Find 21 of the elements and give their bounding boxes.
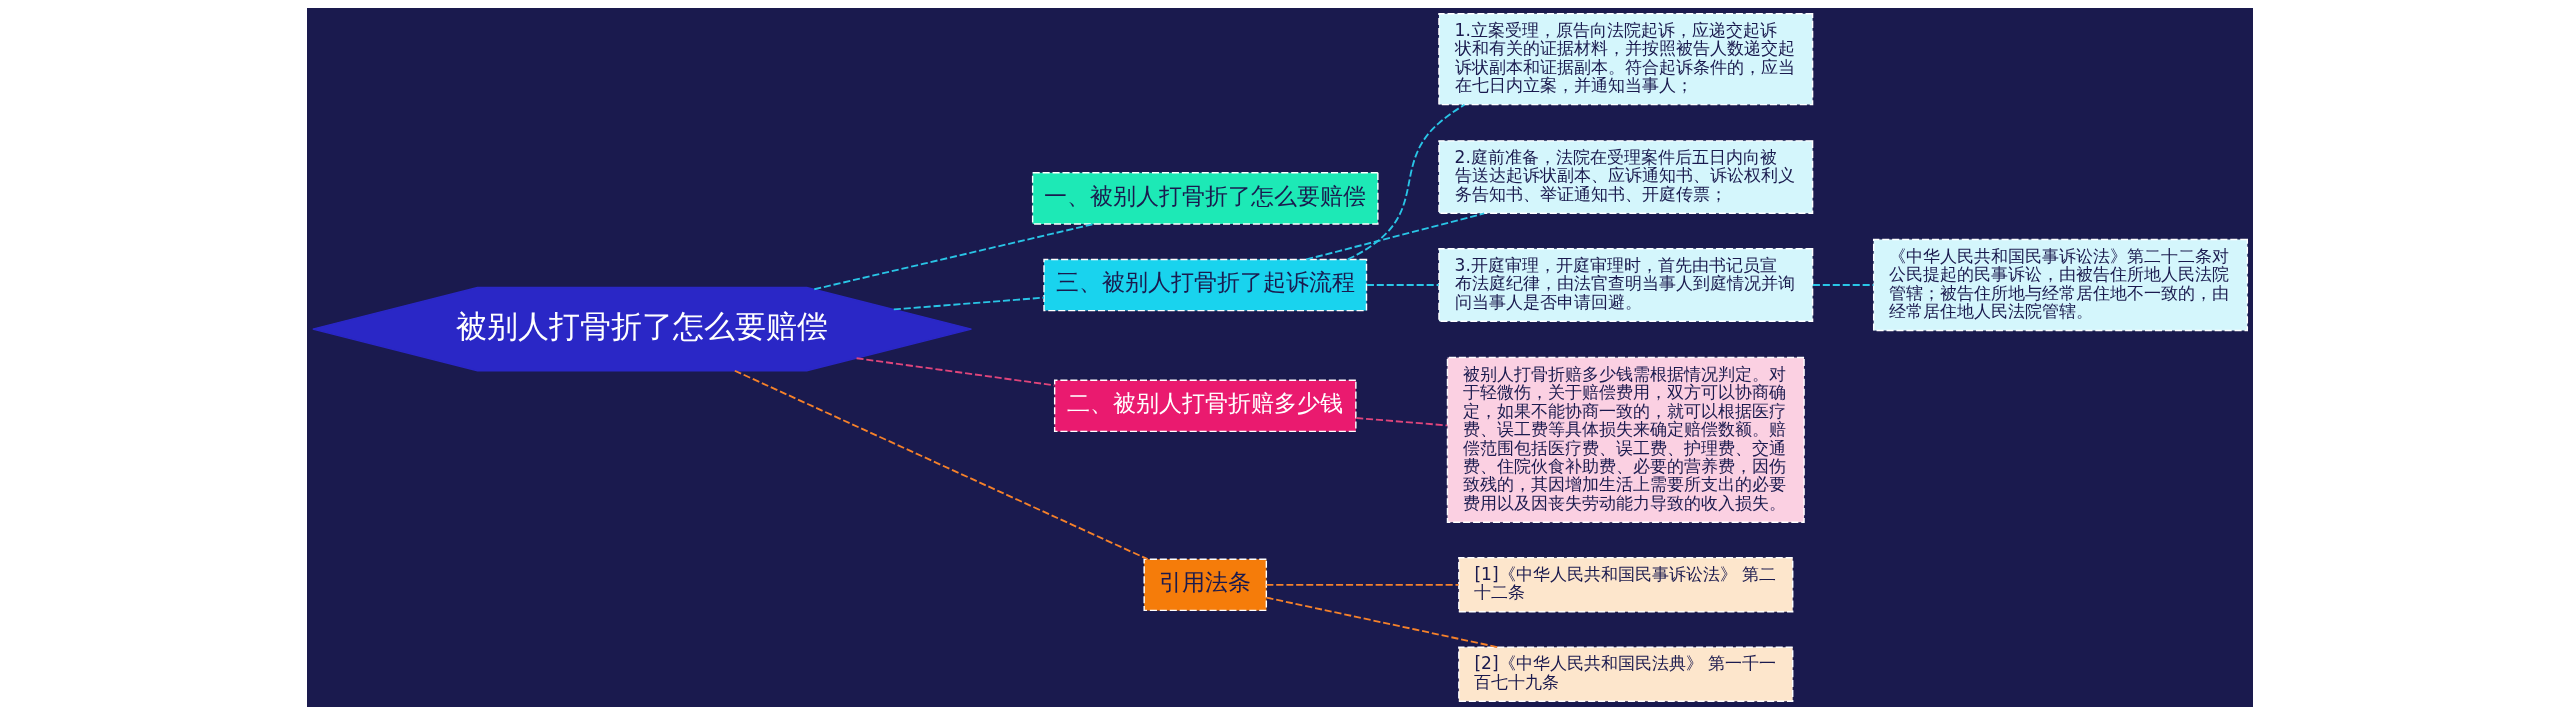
node-box: 一、被别人打骨折了怎么要赔偿 bbox=[1031, 172, 1379, 225]
connector bbox=[1265, 596, 1500, 649]
node-box: 三、被别人打骨折了起诉流程 bbox=[1043, 258, 1368, 312]
node-box: 1.立案受理，原告向法院起诉，应递交起诉状和有关的证据材料，并按照被告人数递交起诉状副本和证据副本。符合起诉条件的，应当在七日内立案，并通知当事人； bbox=[1438, 13, 1814, 106]
node-box: [2]《中华人民共和国民法典》 第一千一百七十九条 bbox=[1458, 646, 1794, 702]
node-box: 引用法条 bbox=[1143, 558, 1268, 612]
connector bbox=[813, 223, 1095, 291]
node-box: 2.庭前准备，法院在受理案件后五日内向被告送达起诉状副本、应诉通知书、诉讼权利义务告知书、举证通知书、开庭传票； bbox=[1438, 140, 1814, 214]
connector bbox=[1366, 284, 1440, 286]
connector bbox=[733, 369, 1149, 561]
connector bbox=[1305, 212, 1486, 261]
connector bbox=[1265, 583, 1460, 586]
node-box: 二、被别人打骨折赔多少钱 bbox=[1053, 379, 1357, 433]
connector bbox=[892, 296, 1045, 311]
node-box: 被别人打骨折赔多少钱需根据情况判定。对于轻微伤，关于赔偿费用，双方可以协商确定，如果不能协商一致的，就可以根据医疗费、误工费等具体损失来确定赔偿数额。赔偿范围包括医疗费、误工费、护理费、交通费、住院伙食补助费、必要的营养费，因伤致残的，其因增加生活上需要所支出的必要费用以及因丧失劳动能力导致的收入损失。 bbox=[1446, 356, 1805, 523]
connector bbox=[1346, 103, 1466, 261]
connector bbox=[1355, 417, 1449, 427]
connector bbox=[1811, 284, 1875, 286]
node-box: 《中华人民共和国民事诉讼法》第二十二条对公民提起的民事诉讼，由被告住所地人民法院管辖；被告住所地与经常居住地不一致的，由经常居住地人民法院管辖。 bbox=[1872, 238, 2249, 332]
node-box: 3.开庭审理，开庭审理时，首先由书记员宣布法庭纪律，由法官查明当事人到庭情况并询问当事人是否申请回避。 bbox=[1438, 248, 1814, 322]
node-box: [1]《中华人民共和国民事诉讼法》 第二十二条 bbox=[1458, 557, 1794, 613]
